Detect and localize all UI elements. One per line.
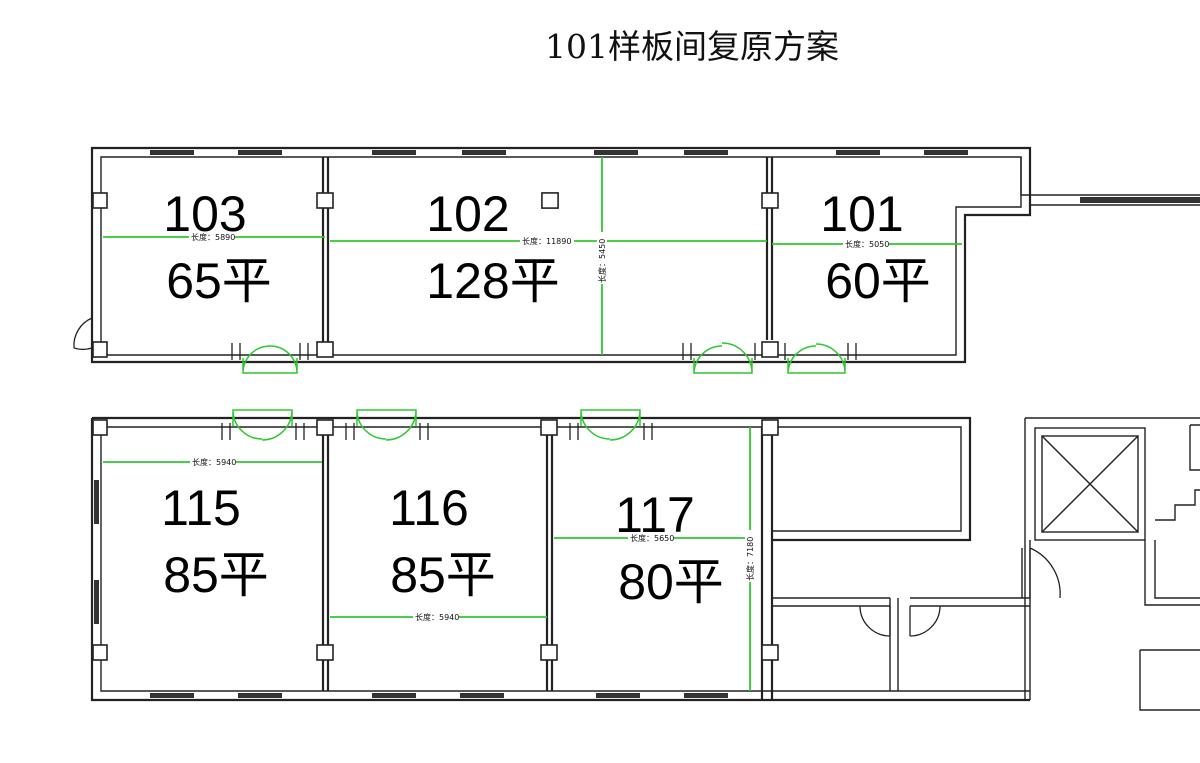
room-101-number: 101 — [820, 186, 903, 242]
room-117-area: 80平 — [618, 554, 724, 610]
dim-label-102: 长度：11890 — [522, 236, 571, 246]
column-marker — [541, 192, 559, 209]
dim-label-103: 长度：5890 — [191, 232, 235, 242]
dim-label-117: 长度：5650 — [630, 533, 674, 543]
top-block-windows — [150, 150, 968, 155]
top-block-columns — [92, 192, 779, 358]
plan-title: 101样板间复原方案 — [545, 27, 839, 66]
dim-label-height-top: 长度：5450 — [597, 239, 607, 283]
room-102-number: 102 — [426, 186, 509, 242]
room-116-number: 116 — [389, 480, 469, 536]
room-102-area: 128平 — [426, 253, 559, 309]
top-block-doors — [73, 317, 857, 374]
bottom-block-columns — [92, 419, 779, 661]
room-labels: 103 65平 102 128平 101 60平 115 85平 116 85平… — [161, 186, 931, 610]
dim-label-115: 长度：5940 — [192, 457, 236, 467]
room-103-area: 65平 — [166, 253, 272, 309]
room-103-number: 103 — [163, 186, 246, 242]
dim-label-116: 长度：5940 — [415, 612, 459, 622]
room-101-area: 60平 — [825, 253, 931, 309]
room-117-number: 117 — [615, 487, 695, 543]
bottom-block-doors — [221, 409, 1061, 637]
dim-label-height-bottom: 长度：7180 — [745, 537, 755, 581]
room-115-number: 115 — [161, 480, 241, 536]
room-115-area: 85平 — [163, 547, 269, 603]
bottom-block-windows — [94, 480, 728, 698]
room-116-area: 85平 — [390, 547, 496, 603]
dimension-labels: 长度：5890 长度：11890 长度：5450 长度：5050 长度：5940… — [189, 232, 889, 622]
dim-label-101: 长度：5050 — [845, 239, 889, 249]
elevator-and-stairs — [1024, 417, 1200, 711]
